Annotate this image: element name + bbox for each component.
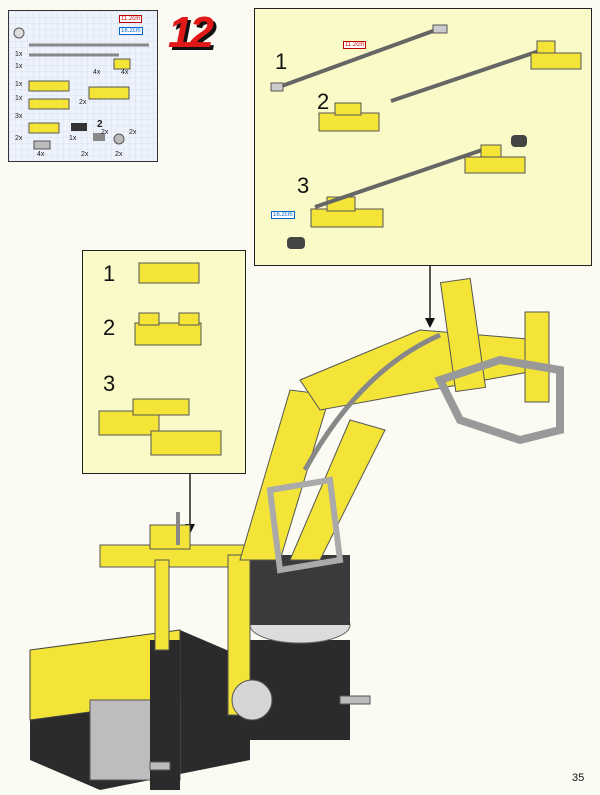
- qty-label: 1x: [15, 81, 23, 88]
- qty-label: 1x: [15, 95, 23, 102]
- parts-measure-label-1: 11.2cm: [119, 15, 143, 23]
- base-dark: [30, 630, 250, 790]
- qty-label: 2x: [115, 151, 123, 158]
- top-substep-1: 1: [275, 49, 288, 74]
- qty-label: 3x: [15, 113, 23, 120]
- qty-label: 4x: [93, 69, 101, 76]
- top-measure-label-2: 16.2cm: [271, 211, 295, 219]
- step-number: 12: [168, 8, 214, 57]
- left-substep-panel: 1 2 3: [82, 250, 246, 474]
- parts-marker-number: 2: [97, 119, 103, 130]
- top-substep-drawing: [270, 24, 582, 249]
- qty-label: 2x: [129, 129, 137, 136]
- qty-label: 2x: [101, 129, 109, 136]
- page-number: 35: [572, 772, 585, 784]
- gear-part-icon: [13, 27, 25, 39]
- left-substep-1: 1: [103, 261, 116, 286]
- left-substep-drawing: [98, 262, 222, 456]
- qty-label: 2x: [15, 135, 23, 142]
- qty-label: 1x: [15, 63, 23, 70]
- arrow-head: [185, 524, 195, 534]
- qty-label: 4x: [37, 151, 45, 158]
- parts-measure-label-2: 16.2cm: [119, 27, 143, 35]
- left-substep-2: 2: [103, 315, 116, 340]
- parts-list-drawing: [9, 11, 157, 161]
- parts-list-panel: 11.2cm 16.2cm 1x 1x 4x 4x 1x 1x 2x 3x 2x…: [8, 10, 158, 162]
- qty-label: 1x: [69, 135, 77, 142]
- top-substep-3: 3: [297, 173, 310, 198]
- top-substep-panel: 1 2 3 11.2cm 16.2cm: [254, 8, 592, 266]
- qty-label: 1x: [15, 51, 23, 58]
- qty-label: 4x: [121, 69, 129, 76]
- arrow-head: [425, 318, 435, 328]
- qty-label: 2x: [81, 151, 89, 158]
- top-substep-2: 2: [317, 89, 330, 114]
- qty-label: 2x: [79, 99, 87, 106]
- top-measure-label-1: 11.2cm: [343, 41, 367, 49]
- left-substep-3: 3: [103, 371, 116, 396]
